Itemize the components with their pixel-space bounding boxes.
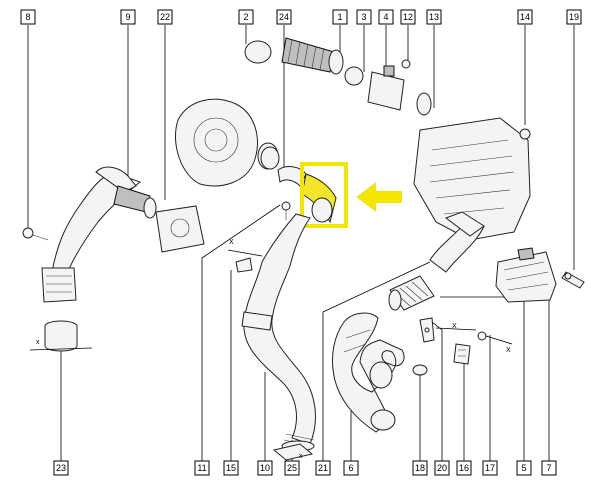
svg-text:6: 6 <box>348 463 353 473</box>
callout-19: 19 <box>566 9 582 25</box>
svg-text:20: 20 <box>437 463 447 473</box>
highlight-arrow <box>356 182 402 212</box>
part-11-bolt <box>281 201 291 220</box>
callout-21: 21 <box>315 460 331 476</box>
svg-text:1: 1 <box>337 12 342 22</box>
dimension-mark-4: X <box>452 323 457 330</box>
part-21-tube <box>429 211 485 273</box>
callouts-bottom: 23 11 15 10 25 21 6 18 20 16 17 5 7 <box>53 460 557 476</box>
svg-text:9: 9 <box>125 12 130 22</box>
svg-text:17: 17 <box>485 463 495 473</box>
callout-25: 25 <box>284 460 300 476</box>
dimension-mark-2: X <box>229 239 234 246</box>
part-6-intercooler-duct <box>331 312 405 433</box>
svg-text:22: 22 <box>160 12 170 22</box>
callout-6: 6 <box>343 460 359 476</box>
part-17-bolt: X <box>477 331 513 354</box>
svg-text:19: 19 <box>569 12 579 22</box>
svg-text:2: 2 <box>243 12 248 22</box>
svg-text:25: 25 <box>287 463 297 473</box>
part-4-airflow-sensor <box>367 65 405 111</box>
svg-text:7: 7 <box>546 463 551 473</box>
svg-text:14: 14 <box>520 12 530 22</box>
leader-lines <box>27 25 575 461</box>
part-20-bracket: X <box>419 317 477 343</box>
part-12-bolt <box>401 59 411 69</box>
svg-text:10: 10 <box>260 463 270 473</box>
part-3-clamp <box>344 66 364 86</box>
part-16-valve <box>453 343 471 365</box>
callout-17: 17 <box>482 460 498 476</box>
part-10-lower-hose: X x <box>227 213 316 461</box>
svg-text:13: 13 <box>429 12 439 22</box>
svg-text:5: 5 <box>521 463 526 473</box>
svg-text:3: 3 <box>361 12 366 22</box>
highlight-box <box>300 162 348 228</box>
part-1-pipe <box>328 49 344 75</box>
part-2-clamp <box>244 40 272 64</box>
svg-text:18: 18 <box>415 463 425 473</box>
svg-text:23: 23 <box>56 463 66 473</box>
callout-9: 9 <box>120 9 136 25</box>
callout-8: 8 <box>20 9 36 25</box>
callout-10: 10 <box>257 460 273 476</box>
part-23-cap: x <box>29 320 93 352</box>
callout-14: 14 <box>517 9 533 25</box>
highlighted-hose <box>277 162 348 228</box>
svg-text:21: 21 <box>318 463 328 473</box>
callout-24: 24 <box>276 9 292 25</box>
callout-20: 20 <box>434 460 450 476</box>
callout-16: 16 <box>456 460 472 476</box>
part-18-washer <box>412 364 428 376</box>
svg-text:24: 24 <box>279 12 289 22</box>
callout-15: 15 <box>223 460 239 476</box>
part-9-breather-pipe <box>22 166 157 303</box>
callout-7: 7 <box>541 460 557 476</box>
svg-text:15: 15 <box>226 463 236 473</box>
part-13-seal <box>416 92 432 116</box>
callout-22: 22 <box>157 9 173 25</box>
dimension-mark-3: x <box>299 453 303 460</box>
svg-text:4: 4 <box>383 12 388 22</box>
callout-3: 3 <box>356 9 372 25</box>
dimension-mark-5: X <box>506 347 511 354</box>
svg-text:12: 12 <box>403 12 413 22</box>
o-ring <box>260 146 280 170</box>
part-5-coupling-hose <box>388 275 435 311</box>
part-24-intake-hose <box>281 37 335 73</box>
dimension-mark-1: x <box>36 339 40 346</box>
callout-2: 2 <box>238 9 254 25</box>
svg-text:11: 11 <box>197 463 206 473</box>
turbocharger-group <box>155 98 279 253</box>
callout-23: 23 <box>53 460 69 476</box>
engine-block <box>413 117 531 241</box>
part-19-sensor <box>561 271 585 289</box>
callout-4: 4 <box>378 9 394 25</box>
callout-11: 11 <box>194 460 210 476</box>
callout-5: 5 <box>516 460 532 476</box>
callout-18: 18 <box>412 460 428 476</box>
part-7-cover <box>495 247 557 303</box>
svg-text:8: 8 <box>25 12 30 22</box>
callouts-top: 8 9 22 2 24 1 3 4 12 13 14 19 <box>20 9 582 25</box>
callout-13: 13 <box>426 9 442 25</box>
callout-12: 12 <box>400 9 416 25</box>
svg-text:16: 16 <box>459 463 469 473</box>
callout-1: 1 <box>332 9 348 25</box>
